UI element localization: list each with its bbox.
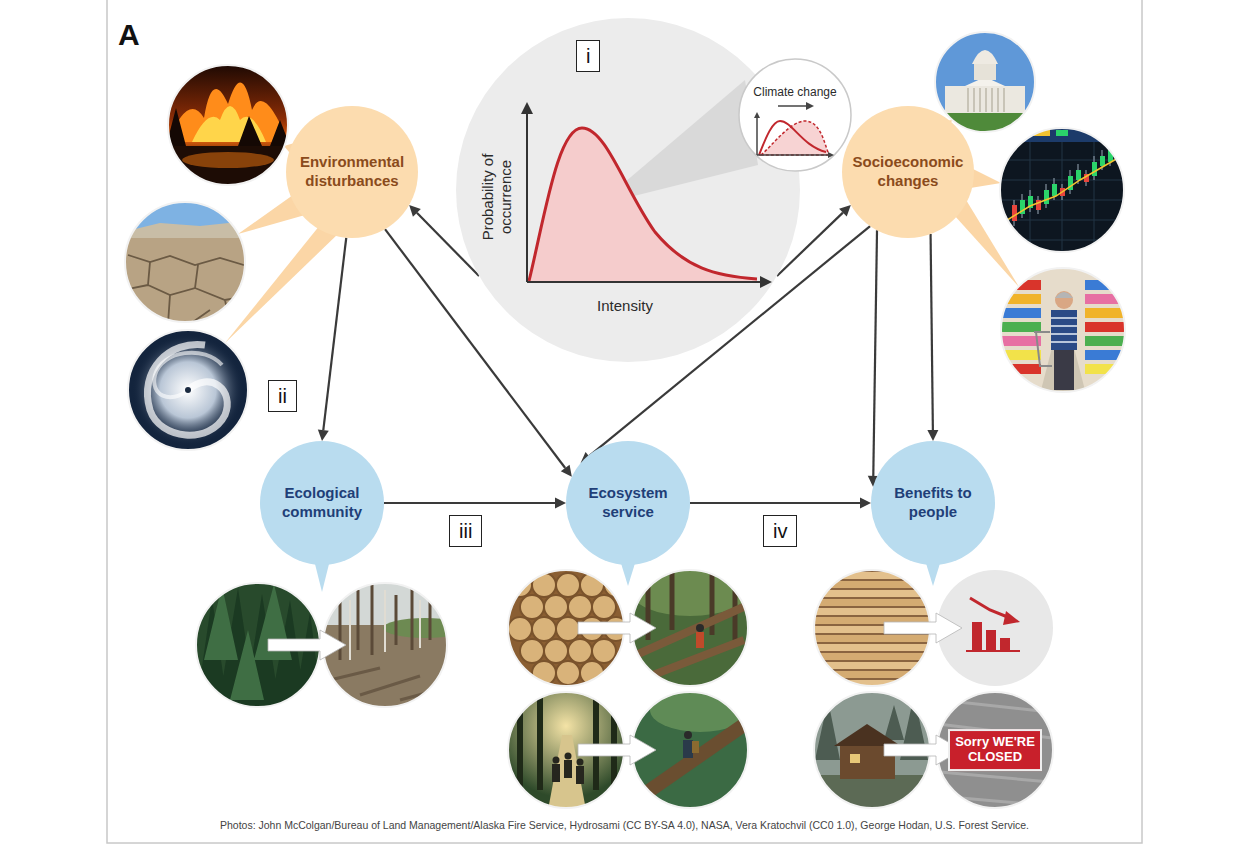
text-holder: Ecosystem service [566, 441, 690, 565]
change-arrow [578, 735, 656, 765]
text-holder: Benefits to people [871, 441, 995, 565]
circle-fill [456, 18, 800, 362]
photo-credit: Photos: John McColgan/Bureau of Land Man… [117, 819, 1132, 831]
node-label: Ecological community [268, 484, 376, 522]
callout-number: ii [268, 380, 297, 412]
chart-group [754, 102, 834, 158]
connector-line [323, 238, 346, 430]
system-circle: Ecosystem service [566, 441, 690, 565]
label-holder: iii [449, 515, 482, 547]
connector-line [873, 230, 877, 476]
connector-line [690, 502, 860, 504]
circle-fill [871, 441, 995, 565]
label-holder: iv [763, 515, 797, 547]
panel-letter: A [118, 18, 140, 52]
text-holder: Socioeconomic changes [842, 106, 974, 238]
stock-chart-photo [998, 126, 1126, 254]
chart-group [521, 80, 772, 288]
circle-fill [566, 441, 690, 565]
change-arrow [578, 613, 656, 643]
arrowhead [860, 498, 871, 509]
circle-fill [842, 106, 974, 238]
circle-outline [739, 59, 851, 171]
text-holder: Probability of occurrence [479, 142, 515, 252]
arrow-connector [690, 498, 871, 509]
circle-fill [260, 441, 384, 565]
node-label: Ecosystem service [574, 484, 682, 522]
figure-frame [107, 0, 1142, 843]
distribution-area [529, 128, 757, 281]
system-circle: Benefits to people [871, 441, 995, 565]
arrowhead [318, 429, 329, 441]
shift-arrow [778, 105, 807, 107]
caption-holder: Photos: John McColgan/Bureau of Land Man… [117, 819, 1132, 831]
node-label: Environmental disturbances [294, 153, 410, 191]
hurricane-photo [126, 328, 250, 452]
arrowhead [927, 430, 938, 441]
system-circle: Ecological community [260, 441, 384, 565]
chart-label: Climate change [753, 85, 836, 99]
axis-label: Probability of occurrence [479, 142, 515, 252]
circle-fill [739, 59, 851, 171]
node-label: Socioeconomic changes [850, 153, 966, 191]
label-holder: i [576, 40, 600, 72]
capitol-photo [933, 30, 1037, 135]
arrowhead [561, 465, 572, 477]
label-holder: ii [268, 380, 297, 412]
driver-circle: Socioeconomic changes [842, 106, 974, 238]
text-holder: Environmental disturbances [286, 106, 418, 238]
axis-arrowhead [754, 112, 760, 118]
sign-text: Sorry WE'RE CLOSED [948, 729, 1042, 771]
distribution-curve [529, 128, 757, 281]
driver-circle: Environmental disturbances [286, 106, 418, 238]
axis-arrowhead [760, 276, 772, 288]
axis-line [526, 112, 528, 282]
arrow-connector [384, 498, 566, 509]
label-holder: Sorry WE'RE CLOSED [948, 729, 1042, 771]
shift-arrowhead [806, 102, 814, 110]
label-holder: A [118, 18, 140, 52]
arrow-connector [927, 234, 938, 441]
text-holder: Ecological community [260, 441, 384, 565]
change-arrow [884, 613, 962, 643]
callout-number: iii [449, 515, 482, 547]
callout-number: iv [763, 515, 797, 547]
arrow-connector [868, 230, 879, 487]
drought-photo [123, 200, 247, 328]
axis-line [527, 281, 762, 283]
callout-number: i [576, 40, 600, 72]
axis-line [756, 116, 758, 155]
connector-line [931, 234, 933, 430]
node-label: Benefits to people [879, 484, 987, 522]
connector-line [384, 502, 555, 504]
chart-label: Intensity [597, 297, 653, 315]
arrowhead [555, 498, 566, 509]
shopper-photo [999, 266, 1127, 394]
inset-circle: Climate change [739, 59, 851, 171]
wildfire-photo [166, 63, 290, 191]
text-holder: Climate change [753, 85, 836, 99]
text-holder: Intensity [597, 297, 653, 315]
change-arrow [268, 630, 346, 660]
baseline-curve [759, 121, 826, 155]
circle-fill [286, 106, 418, 238]
axis-line [757, 154, 830, 156]
hazard-distribution-circle: Probability of occurrenceIntensityClimat… [456, 18, 800, 362]
axis-arrowhead [828, 152, 834, 158]
axis-arrowhead [521, 102, 533, 114]
arrow-connector [318, 238, 346, 441]
closed-sign-photo [935, 690, 1055, 810]
